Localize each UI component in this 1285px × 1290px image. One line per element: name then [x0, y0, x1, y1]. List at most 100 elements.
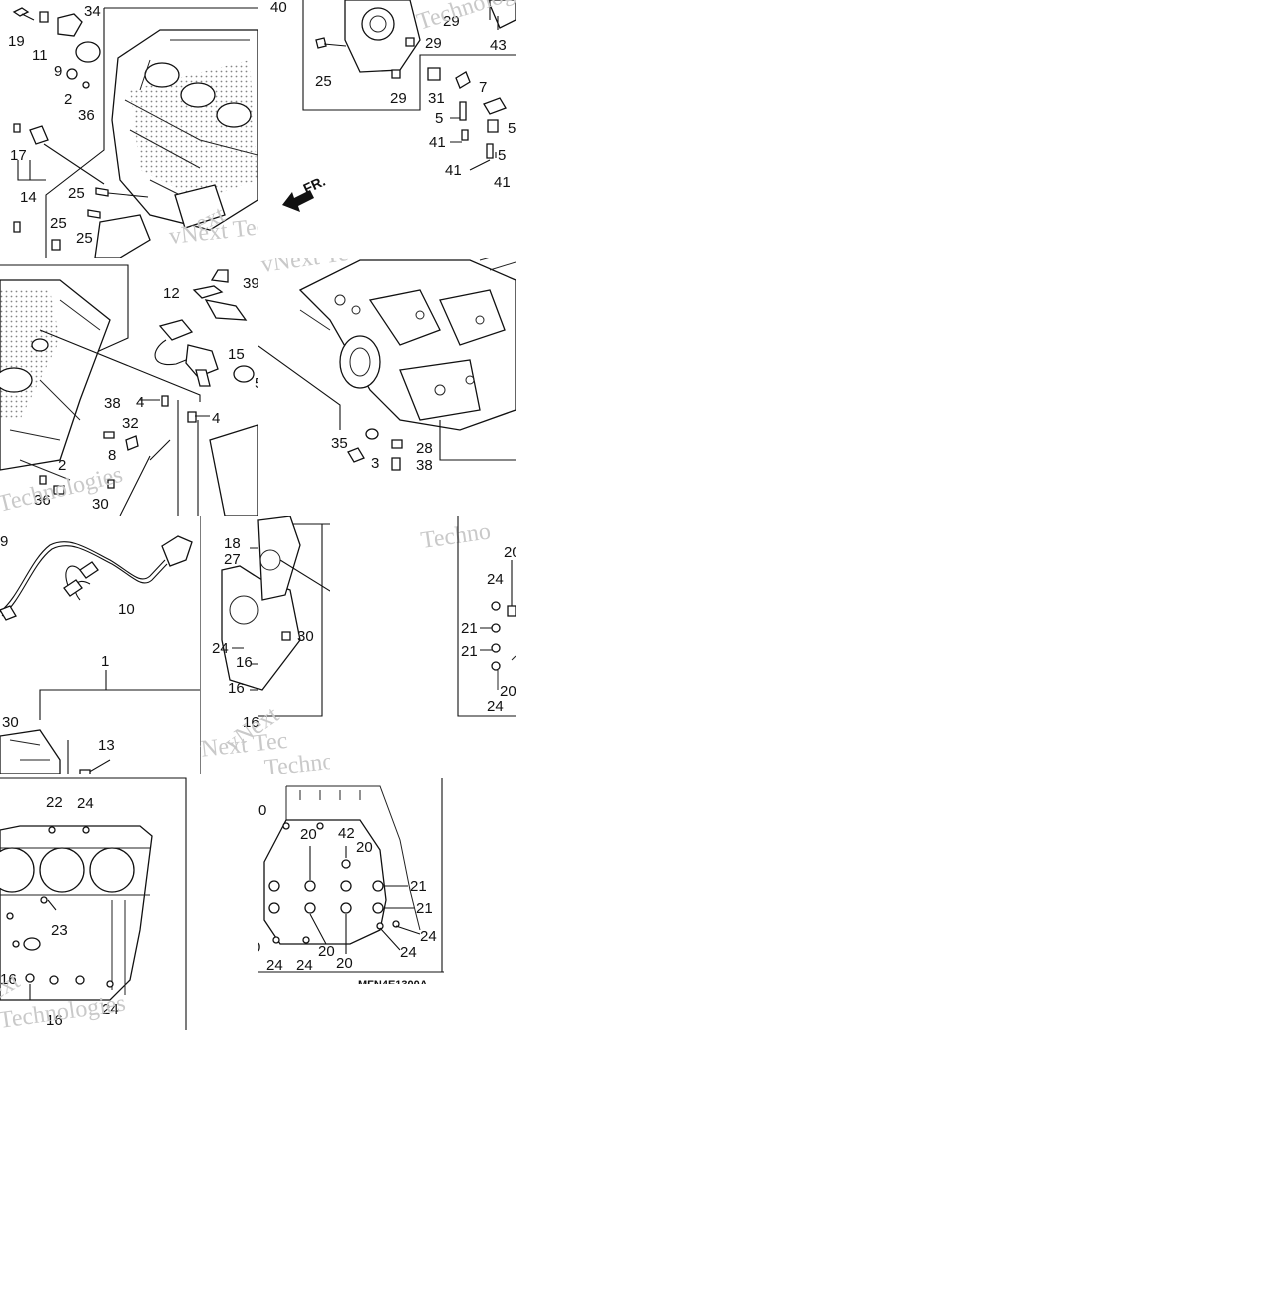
label-5: 5 — [255, 375, 263, 392]
tile-sensor-jets: 12 39 15 6 5 6 38 4 4 32 7 5 41 8 2 36 3… — [0, 264, 334, 516]
label-8: 8 — [108, 447, 116, 464]
label-1: 1 — [101, 653, 109, 670]
label-4: 4 — [212, 410, 220, 427]
diagram-code: MFN4E1300A — [358, 979, 428, 991]
label-30: 30 — [2, 714, 19, 731]
label-2: 2 — [58, 457, 66, 474]
label-35: 35 — [331, 435, 348, 452]
tile-side-cover: 18 27 24 16 16 30 16 26 37 33 vNext Tec … — [200, 516, 395, 774]
label-7: 7 — [326, 405, 334, 422]
label-20: 20 — [300, 826, 317, 843]
label-13: 13 — [98, 737, 115, 754]
label-7: 7 — [479, 79, 487, 96]
front-arrow-label: FR. — [301, 173, 328, 197]
tile-crankcase-upper: 19 11 34 9 2 36 17 14 25 25 25 vNext Tec… — [8, 3, 258, 258]
label-33: 33 — [332, 624, 349, 641]
label-3: 3 — [371, 455, 379, 472]
label-28: 28 — [416, 440, 433, 457]
label-32: 32 — [122, 415, 139, 432]
label-29: 29 — [443, 13, 460, 30]
label-27: 27 — [224, 551, 241, 568]
tile-oil-pan: 20 42 20 21 21 24 24 24 24 20 20 0 0 MFN… — [252, 778, 444, 991]
label-12: 12 — [163, 285, 180, 302]
front-arrow-icon: FR. — [282, 173, 328, 212]
label-23: 23 — [51, 922, 68, 939]
label-39: 39 — [243, 275, 260, 292]
label-38: 38 — [416, 457, 433, 474]
label-14: 14 — [20, 189, 37, 206]
label-24: 24 — [400, 944, 417, 961]
label-41: 41 — [445, 162, 462, 179]
label-0: 0 — [252, 939, 260, 956]
label-5: 5 — [508, 120, 516, 137]
label-16: 16 — [236, 654, 253, 671]
label-41: 41 — [494, 174, 511, 191]
label-20: 20 — [500, 683, 517, 700]
tile-cover-oil-jets: FR. 40 29 29 43 25 29 31 7 5 41 5 5 41 4… — [270, 0, 543, 212]
label-30: 30 — [92, 496, 109, 513]
label-24: 24 — [487, 698, 504, 715]
label-30: 30 — [297, 628, 314, 645]
bolt-icon — [12, 7, 35, 21]
label-21: 21 — [461, 620, 478, 637]
label-29: 29 — [390, 90, 407, 107]
label-25: 25 — [50, 215, 67, 232]
label-20: 20 — [504, 544, 521, 561]
tile-cylinder-top: 22 24 23 16 16 24 ext Technologies — [0, 777, 187, 1034]
label-25: 25 — [315, 73, 332, 90]
label-24: 24 — [487, 571, 504, 588]
label-5: 5 — [498, 147, 506, 164]
label-21: 21 — [416, 900, 433, 917]
label-36: 36 — [34, 492, 51, 509]
label-2: 2 — [64, 91, 72, 108]
label-29: 29 — [425, 35, 442, 52]
label-24: 24 — [212, 640, 229, 657]
tile-harness: 9 10 1 30 13 — [0, 533, 200, 774]
label-26: 26 — [338, 540, 355, 557]
label-6: 6 — [297, 382, 305, 399]
label-15: 15 — [228, 346, 245, 363]
label-21: 21 — [461, 643, 478, 660]
label-20: 20 — [336, 955, 353, 972]
label-40: 40 — [270, 0, 287, 16]
label-25: 25 — [76, 230, 93, 247]
label-38: 38 — [104, 395, 121, 412]
label-41: 41 — [429, 134, 446, 151]
label-18: 18 — [224, 535, 241, 552]
label-16: 16 — [243, 714, 260, 731]
label-24: 24 — [420, 928, 437, 945]
label-36: 36 — [78, 107, 95, 124]
label-9: 9 — [54, 63, 62, 80]
label-16: 16 — [228, 680, 245, 697]
label-6: 6 — [259, 358, 267, 375]
watermark-text: Technologies — [414, 0, 543, 36]
tile-crankcase-lower: 35 28 3 38 vNext Te — [258, 258, 516, 474]
label-20: 20 — [356, 839, 373, 856]
label-22: 22 — [46, 794, 63, 811]
label-16: 16 — [0, 971, 17, 988]
label-34: 34 — [84, 3, 101, 20]
label-24: 24 — [77, 795, 94, 812]
label-4: 4 — [136, 394, 144, 411]
label-11: 11 — [32, 47, 48, 64]
label-5: 5 — [288, 427, 296, 444]
label-37: 37 — [378, 548, 395, 565]
label-43: 43 — [490, 37, 507, 54]
label-9: 9 — [0, 533, 8, 550]
label-0: 0 — [258, 802, 266, 819]
tile-bolt-pattern: 20 24 21 21 20 24 — [457, 516, 521, 717]
watermark-text: Techno — [419, 518, 492, 554]
label-24: 24 — [102, 1001, 119, 1018]
label-20: 20 — [318, 943, 335, 960]
label-42: 42 — [338, 825, 355, 842]
label-21: 21 — [410, 878, 427, 895]
label-25: 25 — [68, 185, 85, 202]
label-17: 17 — [10, 147, 27, 164]
label-16: 16 — [46, 1012, 63, 1029]
label-24: 24 — [296, 957, 313, 974]
label-24: 24 — [266, 957, 283, 974]
label-19: 19 — [8, 33, 25, 50]
label-31: 31 — [428, 90, 445, 107]
